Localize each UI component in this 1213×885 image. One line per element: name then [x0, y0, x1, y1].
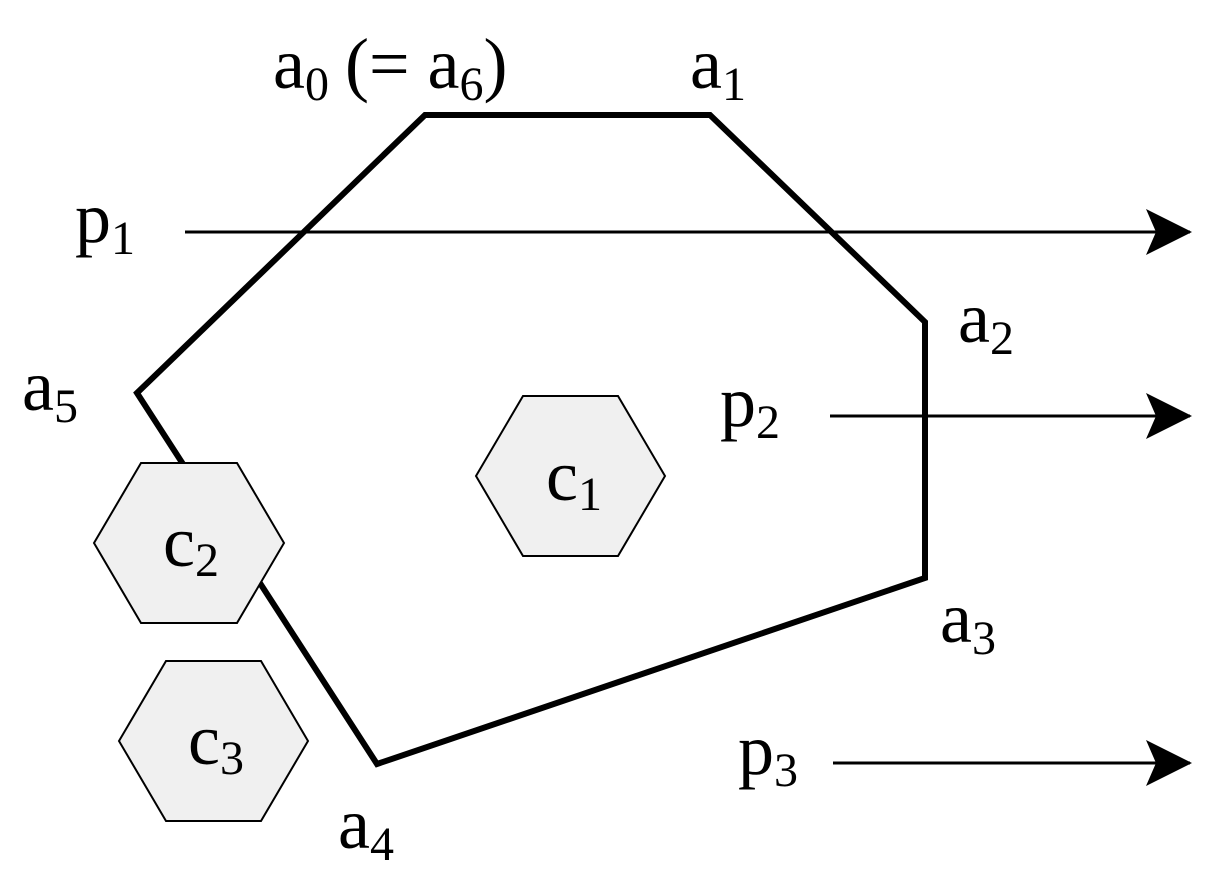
vertex-a5-label: a5: [22, 346, 78, 433]
hexagon-c1: c1: [474, 395, 667, 557]
vertex-a2-label: a2: [958, 278, 1014, 365]
ray-p2-label: p2: [720, 362, 780, 449]
convex-polygon: [133, 112, 928, 768]
ray-p3-label: p3: [738, 710, 798, 797]
hexagon-c2: c2: [92, 462, 286, 624]
hexagon-c3: c3: [117, 660, 310, 822]
vertex-a3-label: a3: [940, 578, 996, 665]
hexagon-c2-label: c2: [163, 502, 219, 587]
hexagon-c1-shape: [474, 395, 667, 557]
hexagon-c3-label: c3: [188, 700, 244, 785]
vertex-a1-label: a1: [690, 24, 746, 111]
ray-p1-label: p1: [75, 178, 135, 265]
vertex-a4-label: a4: [338, 784, 394, 871]
hexagon-c1-label: c1: [546, 436, 602, 521]
hexagon-c3-shape: [117, 660, 310, 822]
vertex-a0-label: a0(= a6): [273, 24, 508, 111]
hexagon-c2-shape: [92, 462, 286, 624]
